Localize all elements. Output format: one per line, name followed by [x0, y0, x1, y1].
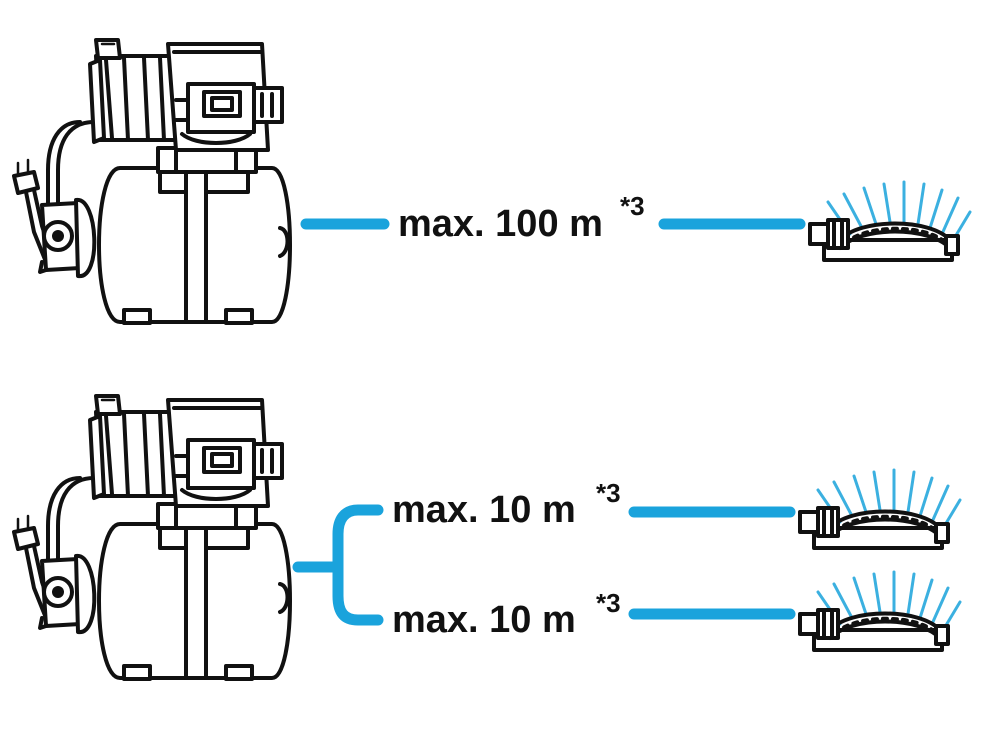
- sprinkler-icon: [798, 570, 962, 652]
- distance-label-branch-2: max. 10 m: [392, 599, 576, 641]
- pump-unit-icon: [12, 394, 292, 681]
- footnote-mark-single: *3: [620, 191, 645, 221]
- sprinkler-icon: [798, 468, 962, 550]
- distance-label-branch-1: max. 10 m: [392, 489, 576, 531]
- sprinkler-icon: [808, 180, 972, 262]
- pump-unit-icon: [12, 38, 292, 325]
- footnote-mark-branch-2: *3: [596, 588, 621, 618]
- hose-splitter: [292, 504, 384, 626]
- footnote-mark-branch-1: *3: [596, 478, 621, 508]
- distance-label-single: max. 100 m: [398, 203, 603, 245]
